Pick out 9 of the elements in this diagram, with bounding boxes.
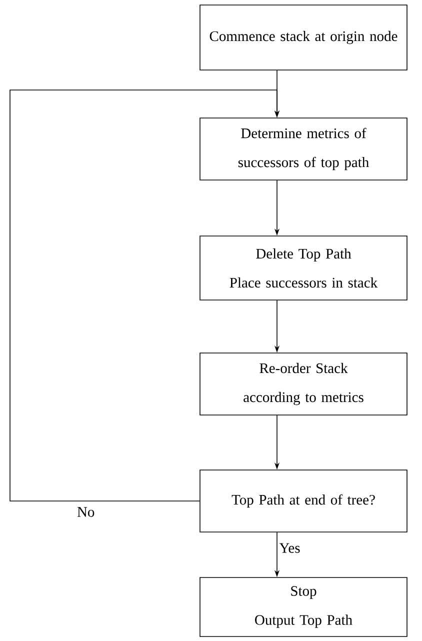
process-box: Top Path at end of tree?: [200, 470, 408, 532]
edge-label: No: [77, 507, 94, 517]
edge-label: Yes: [279, 543, 300, 553]
process-box: Determine metrics of successors of top path: [200, 118, 408, 180]
process-box: Re-order Stack according to metrics: [200, 352, 408, 416]
process-box: Commence stack at origin node: [200, 4, 408, 70]
arrow: [10, 90, 280, 502]
process-box: Stop Output Top Path: [200, 577, 408, 637]
process-box: Delete Top Path Place successors in stack: [200, 236, 408, 300]
